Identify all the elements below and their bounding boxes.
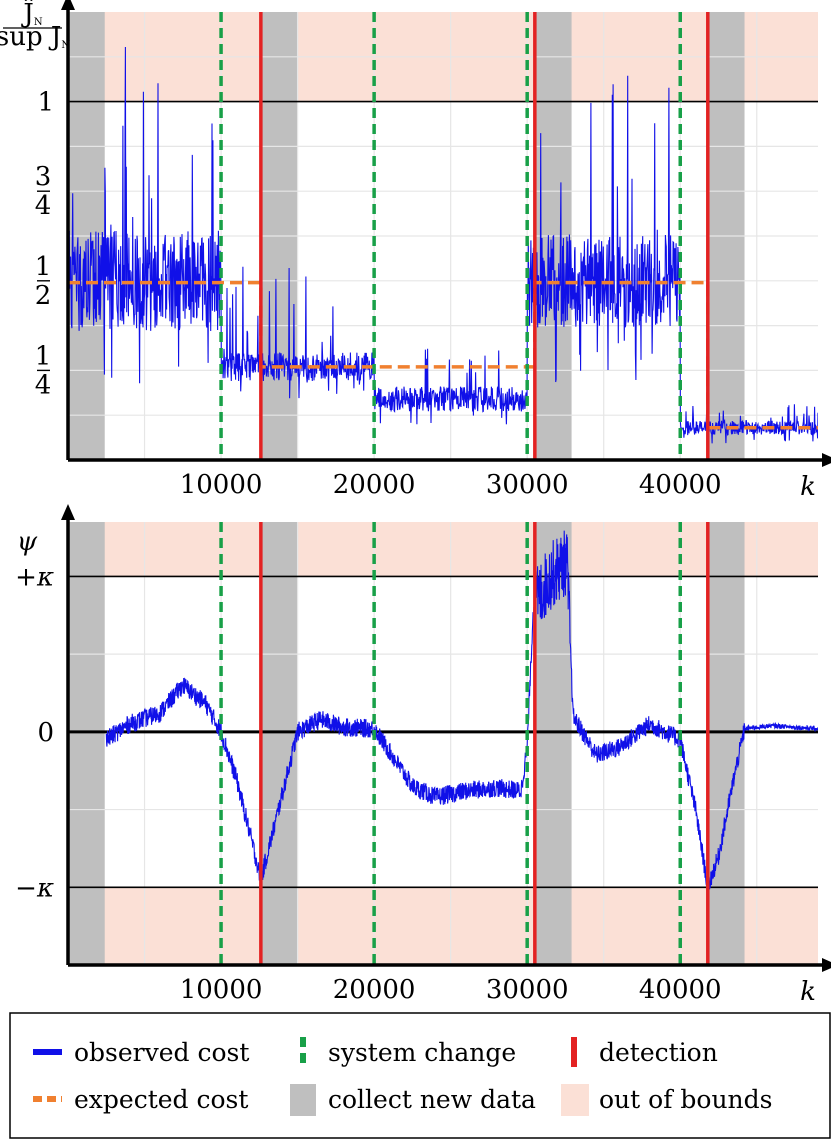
x-axis-label: k (800, 472, 816, 502)
psi-plot-area (105, 530, 818, 891)
y-label-denominator: sup JN (0, 22, 70, 52)
collect-data-region (68, 522, 105, 965)
psi-x-axis-arrow (822, 958, 831, 972)
y-tick-denominator: 4 (35, 370, 52, 400)
x-tick-label: 30000 (486, 470, 569, 500)
cost-plot-area (68, 46, 818, 444)
x-tick-label: 40000 (639, 975, 722, 1005)
cost-x-axis-arrow (822, 453, 831, 467)
y-tick-numerator: 1 (35, 341, 52, 371)
y-axis-label: ψ (17, 527, 38, 557)
psi-out-of-bounds (68, 522, 818, 965)
psi-panel: 10000 20000 30000 40000 k +κ 0 −κ ψ (15, 504, 831, 1007)
x-tick-label: 40000 (639, 470, 722, 500)
legend-out-of-bounds-swatch (561, 1084, 589, 1116)
legend-out-of-bounds-label: out of bounds (599, 1085, 773, 1114)
legend-box (9, 1012, 831, 1139)
cost-y-axis-arrow (61, 0, 75, 10)
x-axis-label: k (800, 977, 816, 1007)
y-label-numerator-sub: N (34, 17, 43, 28)
psi-y-axis-arrow (61, 504, 75, 520)
out-of-bounds-upper (68, 522, 818, 577)
y-tick-denominator: 4 (35, 191, 52, 221)
y-tick-label: +κ (15, 562, 54, 592)
legend-collect-swatch (290, 1084, 316, 1116)
x-tick-label: 10000 (180, 470, 263, 500)
observed-cost-line (68, 46, 818, 444)
legend-collect-label: collect new data (328, 1085, 536, 1114)
x-tick-label: 30000 (486, 975, 569, 1005)
y-tick-numerator: 3 (35, 162, 52, 192)
y-tick-label: 1 (37, 88, 54, 118)
legend-expected-label: expected cost (74, 1085, 248, 1114)
y-tick-denominator: 2 (35, 281, 52, 311)
collect-data-region (707, 522, 745, 965)
legend-observed-label: observed cost (74, 1038, 249, 1067)
legend-system-change-label: system change (328, 1038, 516, 1067)
out-of-bounds-lower (68, 887, 818, 965)
legend: observed cost system change detection ex… (9, 1012, 831, 1139)
x-tick-label: 10000 (180, 975, 263, 1005)
y-tick-label: 0 (37, 718, 54, 748)
legend-detection-label: detection (599, 1038, 718, 1067)
y-tick-numerator: 1 (35, 252, 52, 282)
x-tick-label: 20000 (333, 470, 416, 500)
psi-line (105, 530, 818, 891)
x-tick-label: 20000 (333, 975, 416, 1005)
collect-data-region (260, 522, 298, 965)
y-label-denominator-sub: N (61, 40, 70, 51)
y-tick-label: −κ (15, 873, 54, 903)
